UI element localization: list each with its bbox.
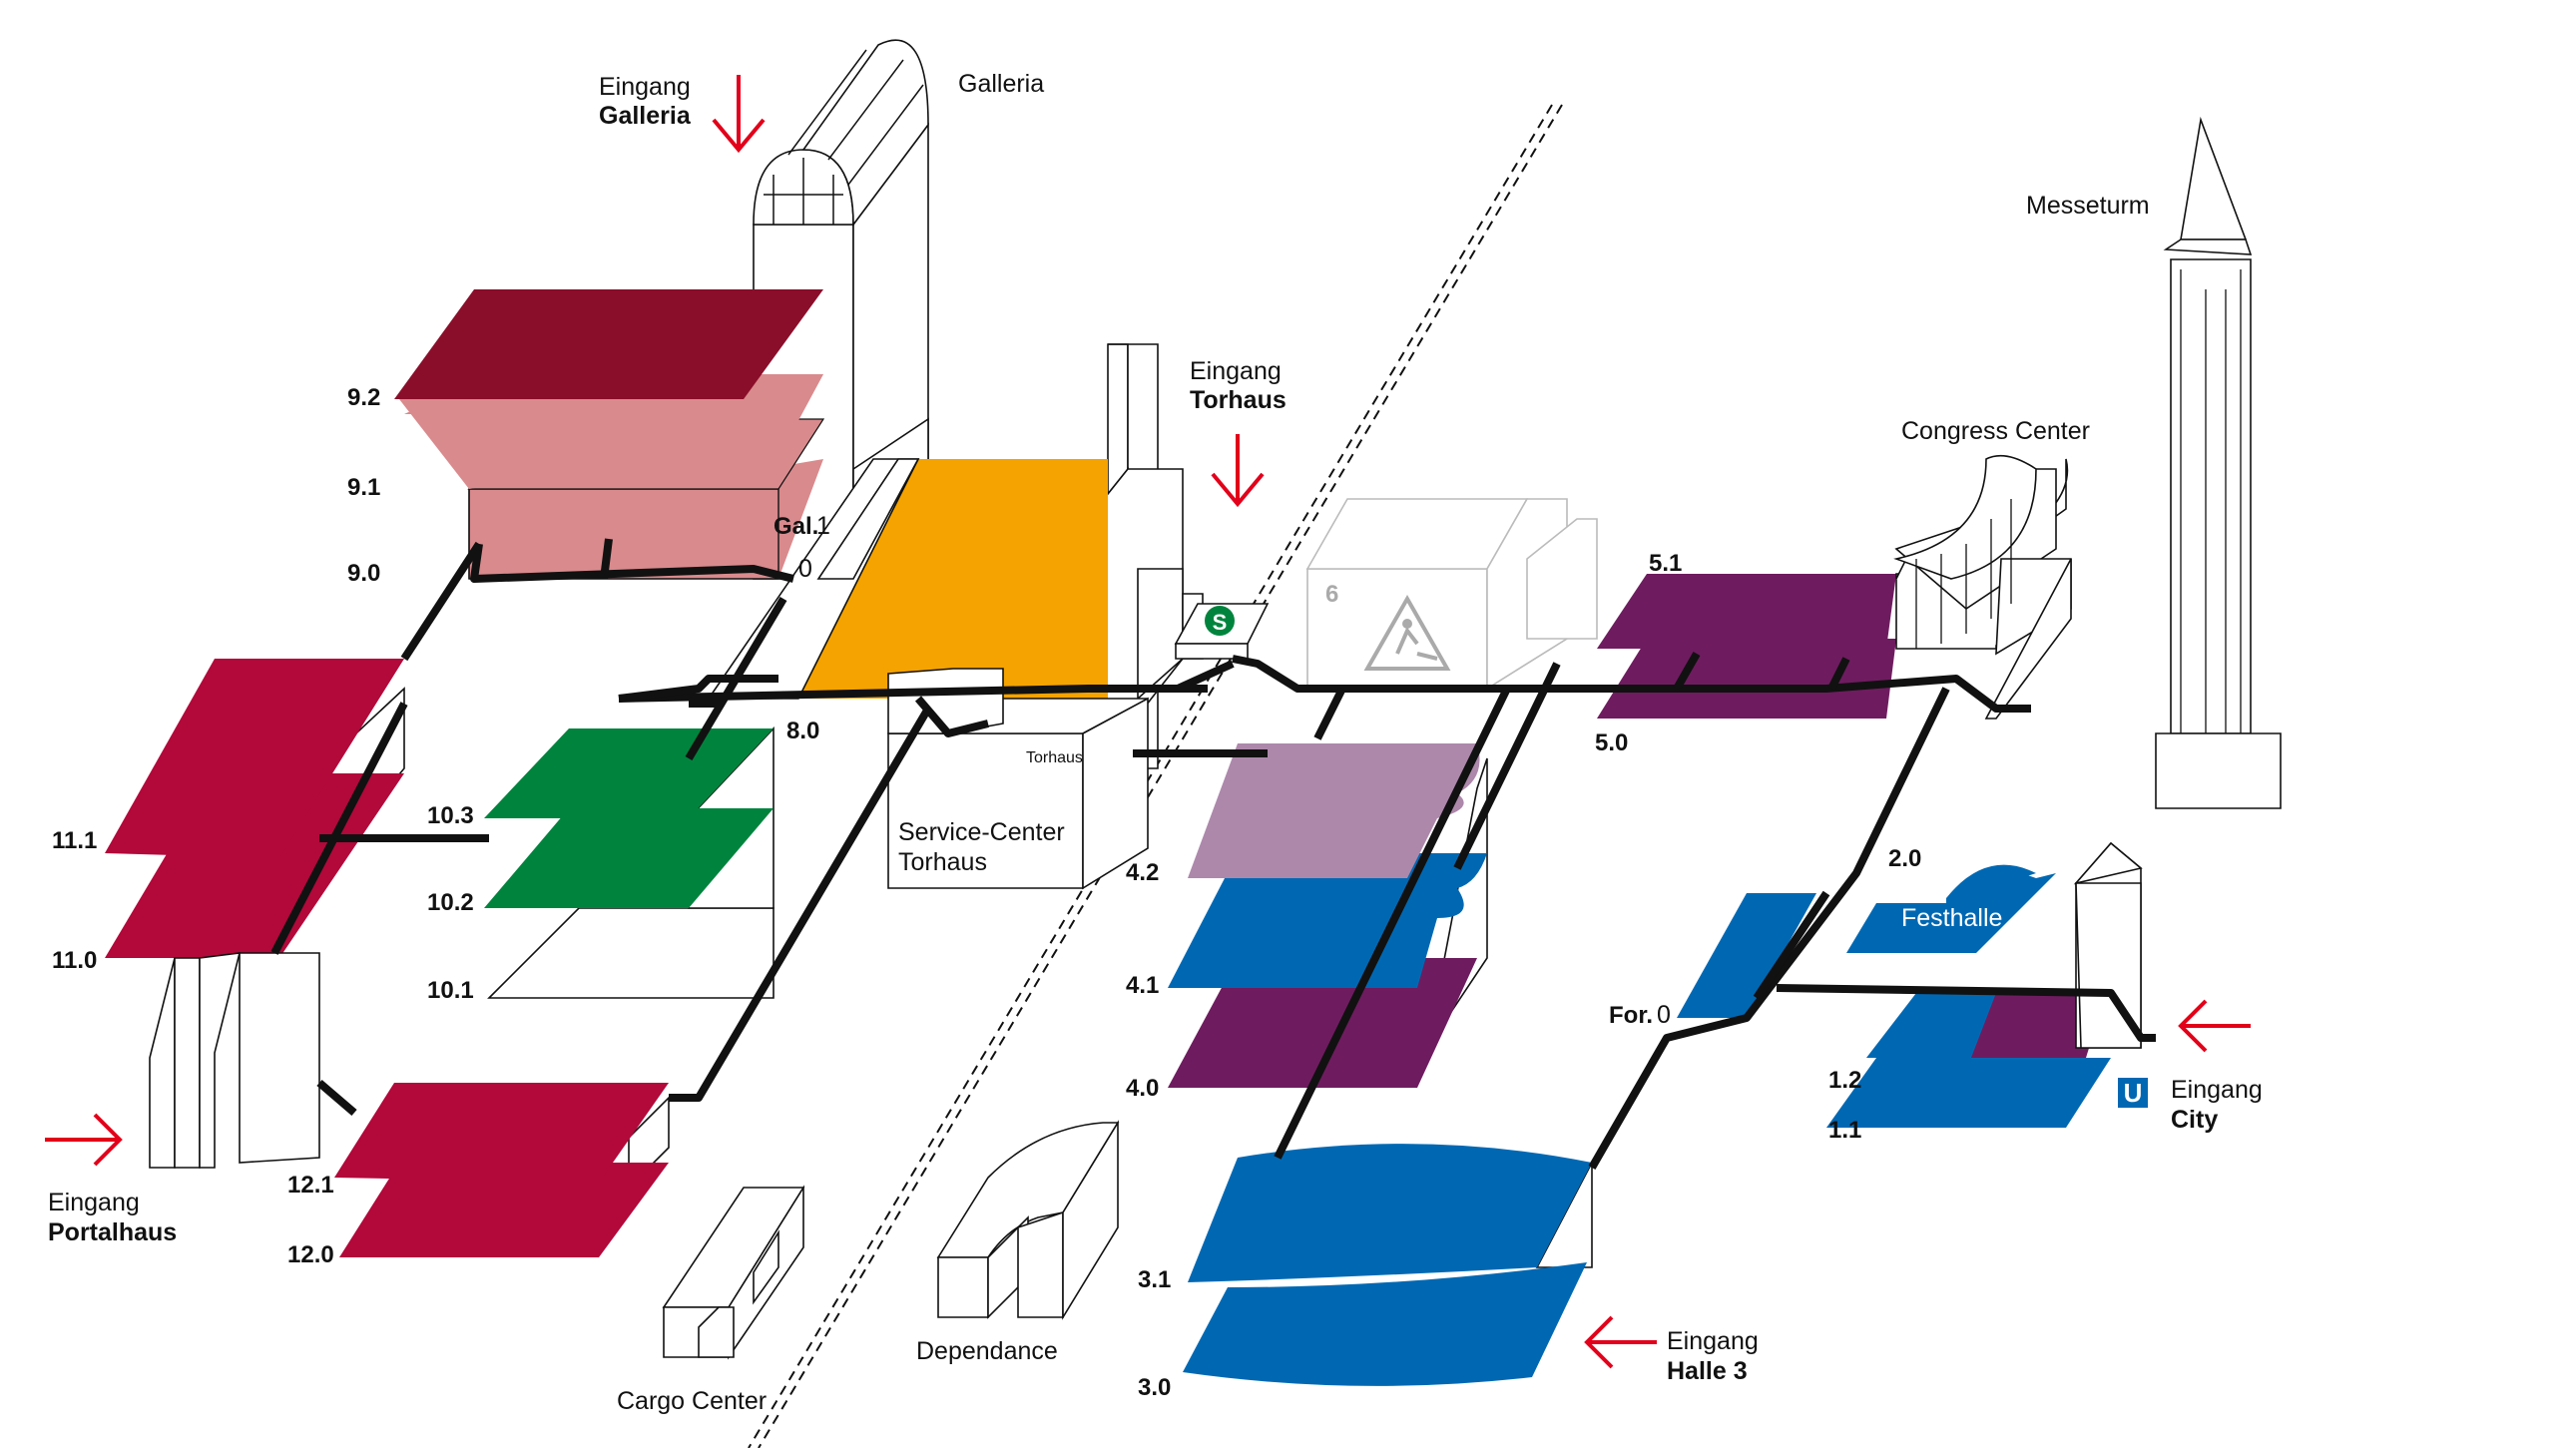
svg-text:Service-Center: Service-Center bbox=[898, 818, 1065, 846]
messeturm-label: Messeturm bbox=[2026, 192, 2150, 220]
hall-10-2-label: 10.2 bbox=[427, 889, 474, 916]
hall-10-3-label: 10.3 bbox=[427, 802, 474, 829]
entrance-halle3-arrow-icon bbox=[1584, 1315, 1657, 1369]
hall-5-1-label: 5.1 bbox=[1649, 550, 1682, 577]
entrance-torhaus-label: Eingang Torhaus bbox=[1190, 357, 1287, 414]
hall-8-0-label: 8.0 bbox=[786, 718, 819, 744]
torhaus-small-label: Torhaus bbox=[1026, 749, 1083, 766]
svg-text:Gal.: Gal. bbox=[773, 513, 818, 540]
svg-text:Eingang: Eingang bbox=[48, 1189, 140, 1216]
hall-10-1-label: 10.1 bbox=[427, 977, 474, 1004]
hall-4-1-label: 4.1 bbox=[1126, 972, 1159, 999]
svg-text:Eingang: Eingang bbox=[1190, 357, 1282, 385]
svg-text:City: City bbox=[2171, 1106, 2218, 1134]
svg-text:For.: For. bbox=[1609, 1002, 1653, 1029]
dependance-building bbox=[936, 1120, 1120, 1320]
congress-center-label: Congress Center bbox=[1901, 417, 2090, 445]
cargo-center-building bbox=[662, 1185, 805, 1360]
service-center-torhaus bbox=[887, 668, 1149, 890]
festhalle-building bbox=[1846, 864, 2056, 953]
svg-text:0: 0 bbox=[1657, 1001, 1671, 1029]
hall-1-2-label: 1.2 bbox=[1828, 1067, 1861, 1094]
entrance-halle3-label: Eingang Halle 3 bbox=[1667, 1327, 1759, 1385]
hall-12-stack bbox=[334, 1083, 670, 1257]
svg-text:Galleria: Galleria bbox=[599, 102, 692, 130]
hall-4-2-label: 4.2 bbox=[1126, 859, 1159, 886]
hall-9-1-label: 9.1 bbox=[347, 474, 380, 501]
hall-12-1-label: 12.1 bbox=[287, 1172, 334, 1199]
hall-9-stack bbox=[394, 289, 825, 580]
hall-6-label: 6 bbox=[1325, 581, 1338, 608]
hall-gal-0-label: 0 bbox=[798, 555, 812, 583]
entrance-portalhaus-label: Eingang Portalhaus bbox=[48, 1189, 177, 1246]
svg-text:Halle 3: Halle 3 bbox=[1667, 1357, 1748, 1385]
railway-line bbox=[748, 104, 1563, 1448]
entrance-galleria-arrow-icon bbox=[712, 75, 766, 154]
hall-3-stack bbox=[1183, 1144, 1593, 1386]
hall-forum-0-label: For. 0 bbox=[1609, 1001, 1671, 1029]
svg-text:S: S bbox=[1213, 610, 1228, 635]
hall-10-stack bbox=[484, 725, 774, 999]
entrance-galleria-label: Eingang Galleria bbox=[599, 73, 692, 130]
u-bahn-icon: U bbox=[2118, 1078, 2148, 1108]
portalhaus-building bbox=[149, 952, 320, 1169]
hall-12-0-label: 12.0 bbox=[287, 1241, 334, 1268]
forum-hall bbox=[1677, 893, 1816, 1018]
dependance-label: Dependance bbox=[916, 1337, 1058, 1365]
entrance-city-arrow-icon bbox=[2178, 999, 2251, 1053]
construction-warning-icon bbox=[1363, 594, 1451, 671]
hall-9-0-label: 9.0 bbox=[347, 560, 380, 587]
hall-4-stack bbox=[1168, 743, 1488, 1088]
hall-3-0-label: 3.0 bbox=[1138, 1374, 1171, 1401]
svg-text:1: 1 bbox=[816, 512, 830, 540]
hall-1-1-label: 1.1 bbox=[1828, 1117, 1861, 1144]
entrance-portalhaus-arrow-icon bbox=[45, 1113, 123, 1167]
svg-text:Eingang: Eingang bbox=[2171, 1076, 2263, 1104]
hall-gal-1-label: Gal. 1 bbox=[773, 512, 830, 540]
walkway-network bbox=[270, 538, 2156, 1170]
hall-2-0-label: 2.0 bbox=[1888, 845, 1921, 872]
svg-text:Eingang: Eingang bbox=[599, 73, 691, 101]
festhalle-label: Festhalle bbox=[1901, 904, 2002, 932]
hall-5-0-label: 5.0 bbox=[1595, 729, 1628, 756]
galleria-label: Galleria bbox=[958, 70, 1044, 98]
hall-6-building bbox=[1305, 498, 1598, 691]
s-bahn-icon: S bbox=[1205, 606, 1235, 636]
cargo-center-label: Cargo Center bbox=[617, 1387, 767, 1415]
hall-11-1-label: 11.1 bbox=[52, 827, 97, 854]
hall-5-stack bbox=[1597, 574, 1896, 719]
entrance-city-label: Eingang City bbox=[2171, 1076, 2263, 1134]
svg-text:Portalhaus: Portalhaus bbox=[48, 1218, 177, 1246]
hall-3-1-label: 3.1 bbox=[1138, 1266, 1171, 1293]
messeturm-building bbox=[2155, 116, 2282, 809]
hall-11-stack bbox=[105, 659, 405, 958]
svg-text:Eingang: Eingang bbox=[1667, 1327, 1759, 1355]
entrance-torhaus-arrow-icon bbox=[1211, 434, 1265, 508]
hall-9-2-label: 9.2 bbox=[347, 384, 380, 411]
svg-text:Torhaus: Torhaus bbox=[898, 848, 987, 876]
hall-1-stack bbox=[1826, 993, 2111, 1128]
svg-text:Torhaus: Torhaus bbox=[1190, 386, 1287, 414]
svg-text:U: U bbox=[2124, 1078, 2143, 1108]
hall-11-0-label: 11.0 bbox=[52, 947, 97, 974]
hall-4-0-label: 4.0 bbox=[1126, 1075, 1159, 1102]
service-center-label: Service-Center Torhaus bbox=[898, 818, 1065, 876]
congress-center-building bbox=[1893, 454, 2072, 720]
